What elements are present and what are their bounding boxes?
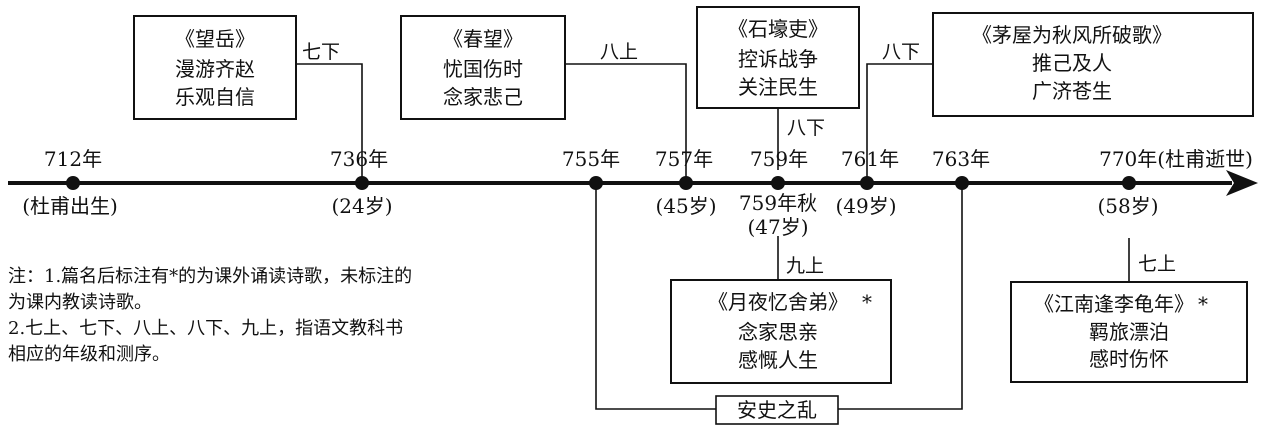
poem-line: 感时伤怀 — [1089, 347, 1169, 371]
grade-label-jiangnan: 七上 — [1138, 253, 1176, 275]
poem-box-yueye: 《月夜忆舍弟》 * 念家思亲 感慨人生 — [670, 279, 892, 384]
timeline-point-736: 736年 (24岁) — [330, 147, 393, 218]
age-label: (杜甫出生) — [22, 194, 118, 218]
grade-label-maowu: 八下 — [882, 41, 920, 63]
timeline-point-763: 763年 — [932, 147, 990, 190]
poem-title: 《月夜忆舍弟》 — [708, 290, 848, 314]
year-label: 759年秋 — [739, 191, 817, 215]
year-label: 755年 — [562, 147, 620, 171]
timeline-point-757: 757年 (45岁) — [655, 147, 717, 218]
poem-line: 推己及人 — [1032, 51, 1112, 75]
poem-title: 《石壕吏》 — [728, 17, 828, 41]
poem-line: 念家思亲 — [738, 320, 818, 344]
year-label: 736年 — [330, 147, 388, 171]
poem-box-jiangnan: 《江南逢李龟年》 * 羁旅漂泊 感时伤怀 — [1010, 281, 1248, 383]
grade-label-chunwang: 八上 — [600, 41, 638, 63]
poem-line: 羁旅漂泊 — [1089, 320, 1169, 344]
age-label: (45岁) — [655, 194, 716, 218]
grade-label-wangyue: 七下 — [302, 41, 340, 63]
poem-line: 感慨人生 — [738, 348, 818, 372]
poem-box-wangyue: 《望岳》 漫游齐赵 乐观自信 — [133, 15, 297, 120]
age-label: (49岁) — [835, 194, 896, 218]
timeline-dot — [679, 176, 693, 190]
timeline-point-759: 759年 759年秋 (47岁) — [739, 147, 817, 239]
note-line-2: 为课内教读诗歌。 — [8, 292, 152, 313]
poem-box-shihaoli: 《石壕吏》 控诉战争 关注民生 — [696, 6, 860, 109]
timeline-arrowhead — [1226, 170, 1258, 196]
poem-line: 广济苍生 — [1032, 79, 1112, 103]
timeline-point-761: 761年 (49岁) — [835, 147, 899, 218]
note-line-3: 2.七上、七下、八上、八下、九上，指语文教科书 — [8, 318, 404, 339]
poem-box-maowu: 《茅屋为秋风所破歌》 推己及人 广济苍生 — [932, 12, 1254, 117]
grade-label-yueye: 九上 — [786, 255, 824, 277]
year-label: 757年 — [655, 147, 713, 171]
age-label: (24岁) — [331, 194, 392, 218]
poem-line: 忧国伤时 — [443, 57, 523, 81]
poem-line: 控诉战争 — [738, 47, 818, 71]
timeline-point-770: 770年(杜甫逝世) (58岁) — [1097, 147, 1252, 218]
timeline-dot — [860, 176, 874, 190]
year-label: 759年 — [750, 147, 808, 171]
poem-title: 《茅屋为秋风所破歌》 — [972, 23, 1172, 47]
timeline-dot — [1122, 176, 1136, 190]
timeline-dot — [66, 176, 80, 190]
extracurricular-mark: * — [1198, 292, 1208, 316]
poem-line: 念家悲己 — [443, 85, 523, 109]
age-label: (47岁) — [747, 215, 808, 239]
poem-line: 关注民生 — [738, 75, 818, 99]
grade-label-shihaoli: 八下 — [787, 117, 825, 139]
extracurricular-mark: * — [862, 290, 872, 314]
year-label: 712年 — [44, 147, 102, 171]
poem-line: 漫游齐赵 — [175, 57, 255, 81]
poem-title: 《春望》 — [443, 27, 523, 51]
poem-line: 乐观自信 — [175, 85, 255, 109]
poem-title: 《望岳》 — [175, 27, 255, 51]
poem-title: 《江南逢李龟年》 — [1034, 292, 1194, 316]
connector-wangyue — [296, 63, 363, 183]
timeline-dot — [955, 176, 969, 190]
note-line-4: 相应的年级和测序。 — [8, 344, 170, 365]
period-label: 安史之乱 — [737, 398, 817, 422]
year-label: 770年(杜甫逝世) — [1099, 147, 1253, 171]
timeline-dot — [589, 176, 603, 190]
timeline-dot — [771, 176, 785, 190]
year-label: 761年 — [841, 147, 899, 171]
poem-box-chunwang: 《春望》 忧国伤时 念家悲己 — [400, 15, 566, 120]
timeline-point-755: 755年 — [562, 147, 620, 190]
timeline-dot — [355, 176, 369, 190]
timeline-point-712: 712年 (杜甫出生) — [22, 147, 118, 218]
connector-maowu — [866, 63, 933, 183]
connector-chunwang — [565, 63, 687, 183]
age-label: (58岁) — [1097, 194, 1158, 218]
note-line-1: 注：1.篇名后标注有*的为课外诵读诗歌，未标注的 — [8, 266, 413, 287]
year-label: 763年 — [932, 147, 990, 171]
period-anshi: 安史之乱 — [715, 395, 839, 425]
